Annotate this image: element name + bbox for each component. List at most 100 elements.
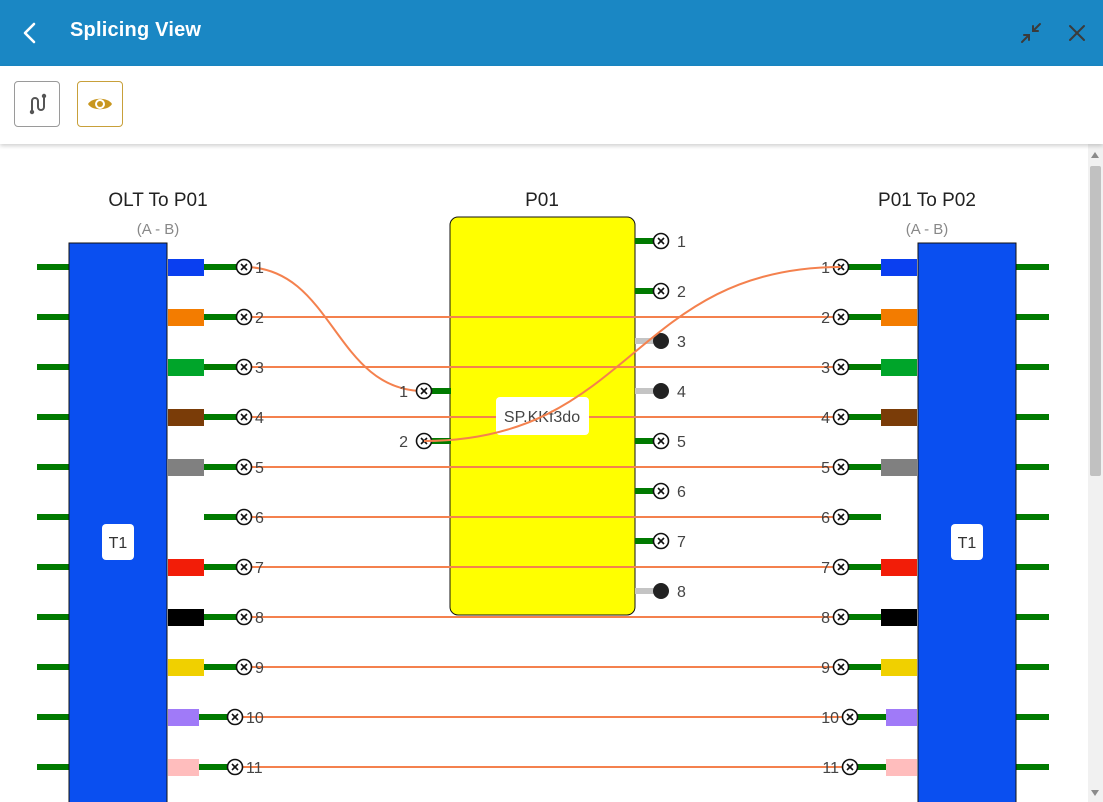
right-tube-badge[interactable] [951, 524, 983, 560]
right-cable-body[interactable] [917, 242, 1017, 802]
right-outer-stub-8 [1016, 614, 1049, 620]
left-fiber-label-10: 10 [246, 710, 264, 727]
right-splice-marker-6[interactable] [832, 508, 850, 526]
right-fiber-color-4[interactable] [881, 409, 917, 426]
left-fiber-stub-2 [204, 314, 244, 320]
left-fiber-color-11[interactable] [168, 759, 199, 776]
left-splice-marker-1[interactable] [235, 258, 253, 276]
right-cable-subtitle: (A - B) [906, 221, 949, 238]
back-button[interactable] [14, 17, 46, 49]
left-outer-stub-5 [37, 464, 70, 470]
splitter-out-stub-7 [635, 538, 662, 544]
left-fiber-label-9: 9 [255, 660, 264, 677]
splitter-out-free-3[interactable] [653, 333, 669, 349]
splitter-out-marker-1[interactable] [652, 232, 670, 250]
left-splice-marker-5[interactable] [235, 458, 253, 476]
right-splice-marker-9[interactable] [832, 658, 850, 676]
left-cable-title: OLT To P01 [108, 190, 207, 211]
right-fiber-color-1[interactable] [881, 259, 917, 276]
splitter-out-marker-7[interactable] [652, 532, 670, 550]
right-splice-marker-4[interactable] [832, 408, 850, 426]
left-fiber-label-5: 5 [255, 460, 264, 477]
left-fiber-color-9[interactable] [168, 659, 204, 676]
left-fiber-color-3[interactable] [168, 359, 204, 376]
right-fiber-color-11[interactable] [886, 759, 917, 776]
right-fiber-color-2[interactable] [881, 309, 917, 326]
left-fiber-color-2[interactable] [168, 309, 204, 326]
left-splice-marker-11[interactable] [226, 758, 244, 776]
right-fiber-color-8[interactable] [881, 609, 917, 626]
route-icon [29, 93, 47, 115]
left-splice-marker-7[interactable] [235, 558, 253, 576]
right-splice-marker-3[interactable] [832, 358, 850, 376]
left-fiber-color-7[interactable] [168, 559, 204, 576]
right-fiber-color-7[interactable] [881, 559, 917, 576]
left-fiber-color-8[interactable] [168, 609, 204, 626]
right-splice-marker-10-x [846, 713, 854, 721]
splicing-diagram: OLT To P01 (A - B) P01 P01 To P02 (A - B… [37, 190, 1049, 802]
splice-line-2[interactable] [423, 266, 842, 442]
left-cable-body[interactable] [68, 242, 168, 802]
left-splice-marker-10[interactable] [226, 708, 244, 726]
splitter-out-label-1: 1 [677, 234, 686, 251]
right-splice-marker-7-x [837, 563, 845, 571]
left-splice-marker-4[interactable] [235, 408, 253, 426]
right-fiber-color-10[interactable] [886, 709, 917, 726]
splitter-out-marker-5[interactable] [652, 432, 670, 450]
right-splice-marker-2-x [837, 313, 845, 321]
minimize-button[interactable] [1015, 17, 1047, 49]
left-fiber-stub-5 [204, 464, 244, 470]
right-splice-marker-8[interactable] [832, 608, 850, 626]
right-fiber-label-5: 5 [821, 460, 830, 477]
right-fiber-stub-4 [841, 414, 881, 420]
right-splice-marker-10[interactable] [841, 708, 859, 726]
scroll-down-icon[interactable] [1091, 790, 1099, 796]
right-splice-marker-7[interactable] [832, 558, 850, 576]
vertical-scrollbar[interactable] [1088, 144, 1103, 802]
left-fiber-label-3: 3 [255, 360, 264, 377]
header-bar: Splicing View [0, 0, 1103, 66]
route-toggle-button[interactable] [14, 81, 60, 127]
right-splice-marker-11[interactable] [841, 758, 859, 776]
scroll-up-icon[interactable] [1091, 152, 1099, 158]
right-splice-marker-8-x [837, 613, 845, 621]
left-splice-marker-3[interactable] [235, 358, 253, 376]
close-button[interactable] [1061, 17, 1093, 49]
left-splice-marker-6[interactable] [235, 508, 253, 526]
left-fiber-color-4[interactable] [168, 409, 204, 426]
left-cable-subtitle: (A - B) [137, 221, 180, 238]
left-fiber-color-6[interactable] [168, 509, 204, 526]
splitter-out-label-3: 3 [677, 334, 686, 351]
left-fiber-stub-6 [204, 514, 244, 520]
right-splice-marker-2[interactable] [832, 308, 850, 326]
left-splice-marker-2[interactable] [235, 308, 253, 326]
right-fiber-stub-1 [841, 264, 881, 270]
left-tube-badge[interactable] [102, 524, 134, 560]
left-fiber-stub-9 [204, 664, 244, 670]
right-fiber-color-3[interactable] [881, 359, 917, 376]
scroll-thumb[interactable] [1090, 166, 1101, 476]
right-splice-marker-5[interactable] [832, 458, 850, 476]
left-outer-stub-8 [37, 614, 70, 620]
right-fiber-color-9[interactable] [881, 659, 917, 676]
splitter-out-free-8[interactable] [653, 583, 669, 599]
left-outer-stub-7 [37, 564, 70, 570]
toolbar [0, 66, 1103, 144]
splitter-out-free-4[interactable] [653, 383, 669, 399]
collapse-icon [1021, 23, 1041, 43]
view-toggle-button[interactable] [77, 81, 123, 127]
left-splice-marker-9[interactable] [235, 658, 253, 676]
left-fiber-color-10[interactable] [168, 709, 199, 726]
splitter-in-marker-1[interactable] [415, 382, 433, 400]
splitter-out-marker-2[interactable] [652, 282, 670, 300]
left-fiber-color-5[interactable] [168, 459, 204, 476]
right-fiber-color-5[interactable] [881, 459, 917, 476]
splice-line-1[interactable] [243, 266, 425, 392]
right-fiber-color-6[interactable] [881, 509, 917, 526]
splitter-out-marker-6[interactable] [652, 482, 670, 500]
splitter-out-marker-6-x [657, 487, 665, 495]
left-fiber-color-1[interactable] [168, 259, 204, 276]
left-splice-marker-5-x [240, 463, 248, 471]
left-splice-marker-8[interactable] [235, 608, 253, 626]
splitter-out-stub-6 [635, 488, 662, 494]
